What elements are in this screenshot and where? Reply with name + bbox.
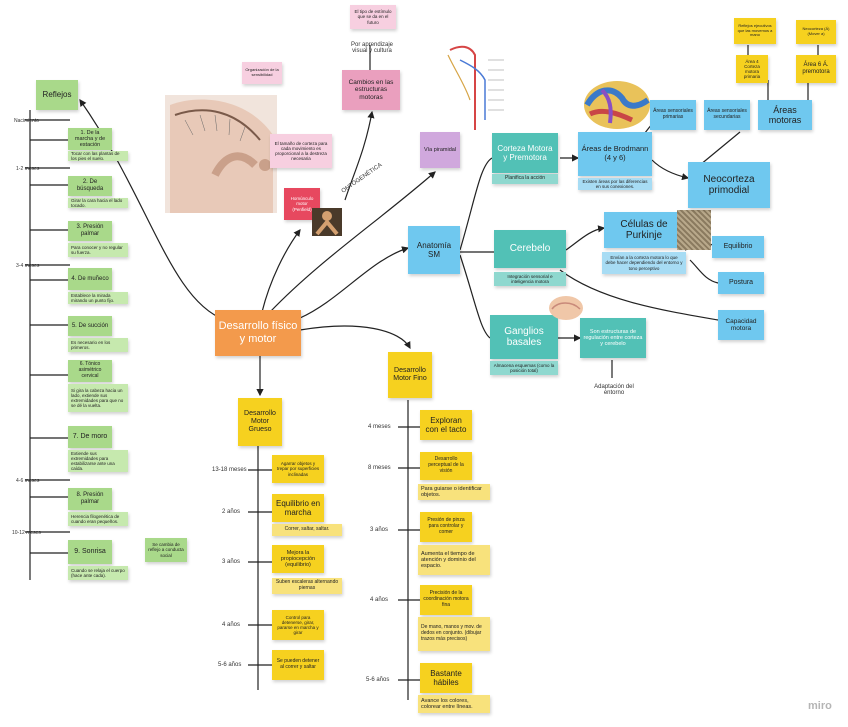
reflejo-item[interactable]: 6. Tónico asimétrico cervical	[68, 360, 112, 382]
cerebellum-tissue-image	[677, 210, 711, 250]
reflejo-item[interactable]: 2. De búsqueda	[68, 176, 112, 196]
corteza-note: Planifica la acción	[492, 174, 558, 184]
fino-item[interactable]: Desarrollo perceptual de la visión	[420, 452, 472, 480]
age-label: 2 años	[222, 509, 241, 515]
ganglios-note: Almacena esquemas (como la posición tota…	[490, 361, 558, 375]
age-label: 10-12 meses	[12, 530, 41, 536]
anatomia-node[interactable]: Anatomía SM	[408, 226, 460, 274]
ganglios-side[interactable]: Son estructuras de regulación entre cort…	[580, 318, 646, 358]
age-label: Nacimiento	[14, 118, 40, 124]
age-label: 13-18 meses	[212, 467, 247, 473]
postura-node[interactable]: Postura	[718, 272, 764, 294]
age-label: 8 meses	[368, 465, 391, 471]
sonrisa-side-note[interactable]: Se cambia de reflejo a conducta social	[145, 538, 187, 562]
reflejo-item[interactable]: 3. Presión palmar	[68, 221, 112, 241]
area4-node[interactable]: Área 4 Corteza motora primaria	[736, 55, 768, 83]
cambios-note: Por aprendizaje visual y cultura	[350, 42, 394, 54]
reflejo-desc: Tocar con las plantas de los pies el sue…	[68, 151, 128, 161]
reflejo-desc: Herencia filogenética de cuando eran peq…	[68, 512, 128, 526]
grueso-item[interactable]: Control para detenerse, girar, pararse e…	[272, 610, 324, 640]
central-topic[interactable]: Desarrollo físico y motor	[215, 310, 301, 356]
homunculo-note: El tamaño de corteza para cada movimient…	[270, 134, 332, 168]
fino-title[interactable]: Desarrollo Motor Fino	[388, 352, 432, 398]
equilibrio-node[interactable]: Equilibrio	[712, 236, 764, 258]
grueso-title[interactable]: Desarrollo Motor Grueso	[238, 398, 282, 446]
cambios-top-note: El tipo de estímulo que se da en el futu…	[350, 5, 396, 29]
brodmann-note: Existen áreas por las diferencias en sus…	[578, 178, 652, 190]
homunculo-top-note: Organización de la sensibilidad	[242, 62, 282, 84]
reflejo-item[interactable]: 9. Sonrisa	[68, 540, 112, 564]
age-label: 1-2 meses	[16, 166, 40, 172]
reflejo-item[interactable]: 1. De la marcha y de estación	[68, 128, 112, 150]
via-piramidal-node[interactable]: Vía piramidal	[420, 132, 460, 168]
grueso-item[interactable]: Suben escaleras alternando piernas	[272, 578, 342, 594]
fino-item[interactable]: Avance los colores, colorear entre línea…	[418, 695, 490, 713]
fino-item[interactable]: Bastante hábiles	[420, 663, 472, 693]
grueso-item[interactable]: Agarrar objetos y trepar por superficies…	[272, 455, 324, 483]
homunculus-figure-image	[312, 208, 342, 236]
miro-logo: miro	[808, 700, 832, 712]
reflejo-desc: Para conocer y no regular su fuerza.	[68, 243, 128, 257]
reflejo-item[interactable]: 5. De succión	[68, 316, 112, 336]
fino-item[interactable]: De mano, manos y mov. de dedos en conjun…	[418, 617, 490, 651]
reflejo-desc: Extiende sus extremidades para estabiliz…	[68, 450, 128, 472]
fino-item[interactable]: Exploran con el tacto	[420, 410, 472, 440]
brain-sagittal-image	[548, 295, 584, 321]
areas-motoras[interactable]: Áreas motoras	[758, 100, 812, 130]
age-label: 3-4 meses	[16, 263, 40, 269]
reflejo-item[interactable]: 8. Presión palmar	[68, 488, 112, 510]
fino-item[interactable]: Aumenta el tiempo de atención y dominio …	[418, 545, 490, 575]
brodmann-node[interactable]: Áreas de Brodmann (4 y 6)	[578, 132, 652, 176]
fino-item[interactable]: Para guiarse o identificar objetos.	[418, 484, 490, 500]
fino-item[interactable]: Precisión de la coordinación motora fina	[420, 585, 472, 615]
reflejo-desc: Es necesario en los primeros.	[68, 338, 128, 352]
purkinje-note: Envían a la corteza motora lo que debe h…	[602, 252, 686, 274]
cerebelo-note: Integración sensorial e inteligencia mot…	[494, 272, 566, 286]
fino-item[interactable]: Presión de pinza para controlar y comer	[420, 512, 472, 542]
reflejo-desc: Cuando se relaja el cuerpo (hace ante ca…	[68, 566, 128, 580]
spinal-cord-diagram	[440, 40, 506, 134]
brain-image	[582, 78, 652, 132]
age-label: 4 años	[222, 622, 241, 628]
age-label: 4 meses	[368, 424, 391, 430]
cerebelo-node[interactable]: Cerebelo	[494, 230, 566, 268]
area6-note: Neocorteza (Á) (Mover a)	[796, 20, 836, 44]
neocorteza-node[interactable]: Neocorteza primodial	[688, 162, 770, 208]
reflejo-desc: Girar la cara hacia el lado tocado.	[68, 198, 128, 208]
grueso-item[interactable]: Se pueden detener al correr y saltar	[272, 650, 324, 680]
purkinje-node[interactable]: Células de Purkinje	[604, 212, 684, 248]
areas-secundarias[interactable]: Áreas sensoriales secundarias	[704, 100, 750, 130]
grueso-item[interactable]: Correr, saltar, saltar.	[272, 524, 342, 536]
area6-node[interactable]: Área 6 Á. premotora	[796, 55, 836, 83]
grueso-item[interactable]: Mejora la propiocepción (equilibrio)	[272, 545, 324, 573]
age-label: 3 años	[370, 527, 389, 533]
cambios-node[interactable]: Cambios en las estructuras motoras	[342, 70, 400, 110]
age-label: 5-6 años	[366, 677, 390, 683]
corteza-node[interactable]: Corteza Motora y Premotora	[492, 133, 558, 173]
reflejo-desc: Establece la mirada mirando un punto fij…	[68, 292, 128, 304]
ontogenetica-label: ONTOGENÉTICA	[340, 161, 383, 194]
age-label: 4 años	[370, 597, 389, 603]
area4-note: Reflejos ejecutivos que las movemos a ma…	[734, 18, 776, 44]
reflejo-item[interactable]: 4. De muñeco	[68, 268, 112, 290]
reflejo-desc: Si gira la cabeza hacia un lado, extiend…	[68, 384, 128, 412]
age-label: 4-6 meses	[16, 478, 40, 484]
homunculus-image	[165, 95, 277, 213]
adaptacion-label: Adaptación del entorno	[594, 384, 634, 396]
capacidad-node[interactable]: Capacidad motora	[718, 310, 764, 340]
reflejo-item[interactable]: 7. De moro	[68, 426, 112, 448]
ganglios-node[interactable]: Ganglios basales	[490, 315, 558, 359]
age-label: 3 años	[222, 559, 241, 565]
reflejos-title[interactable]: Reflejos	[36, 80, 78, 110]
age-label: 5-6 años	[218, 662, 242, 668]
grueso-item[interactable]: Equilibrio en marcha	[272, 494, 324, 522]
areas-primarias[interactable]: Áreas sensoriales primarias	[650, 100, 696, 130]
